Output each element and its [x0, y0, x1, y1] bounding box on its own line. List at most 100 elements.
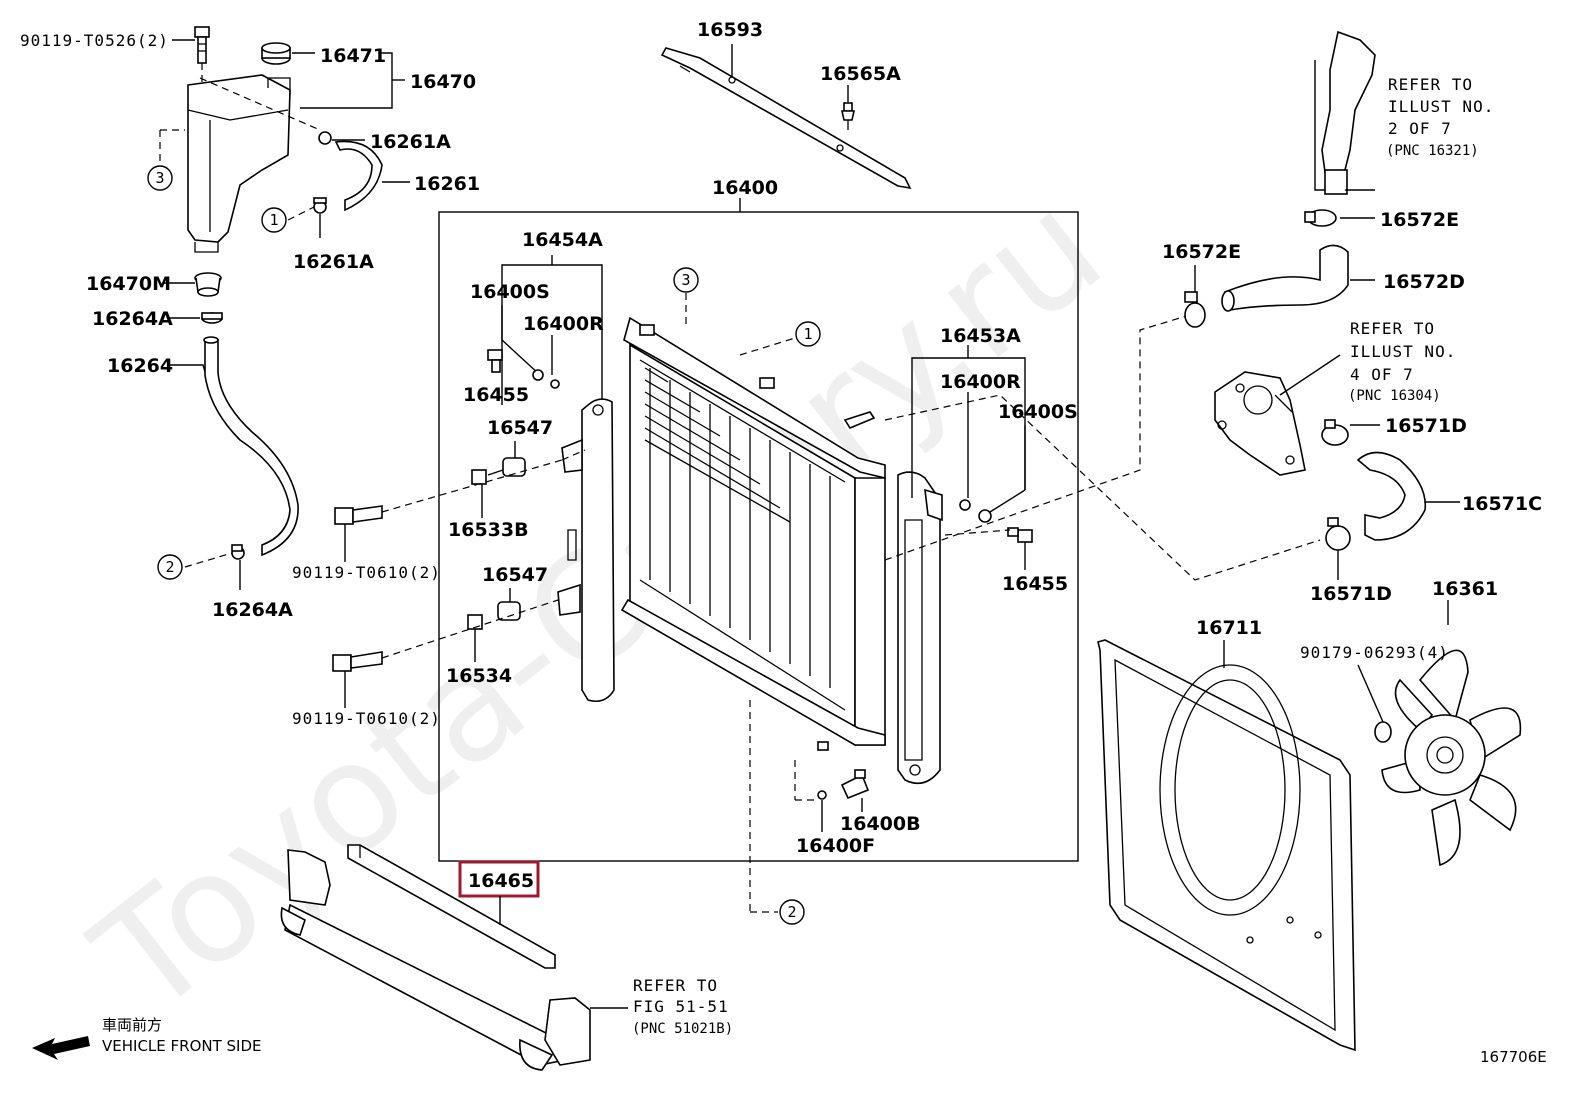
cushion-icon: [471, 457, 526, 485]
hose-clamp-icon: [313, 197, 327, 214]
vehicle-front-indicator: 車両前方 VEHICLE FRONT SIDE: [32, 1016, 262, 1060]
bolt-icon: [194, 26, 210, 64]
figure-id: 167706E: [1480, 1048, 1547, 1066]
part-label-16453A[interactable]: 16453A: [940, 325, 1021, 347]
svg-text:2: 2: [787, 903, 796, 921]
part-label-16572D[interactable]: 16572D: [1383, 271, 1465, 293]
part-label-16400S-left[interactable]: 16400S: [470, 281, 550, 303]
svg-text:(PNC 51021B): (PNC 51021B): [632, 1021, 733, 1037]
bolt-icon: [332, 651, 383, 672]
part-label-16400S-right[interactable]: 16400S: [998, 401, 1078, 423]
tank-cap-icon: [261, 42, 291, 65]
part-label-16534[interactable]: 16534: [446, 665, 512, 687]
water-inlet-housing: [1214, 371, 1306, 476]
part-label-16400R-left[interactable]: 16400R: [523, 313, 604, 335]
part-label-16565A[interactable]: 16565A: [820, 63, 901, 85]
part-label-16547-upper[interactable]: 16547: [487, 417, 553, 439]
svg-text:3: 3: [681, 271, 690, 289]
part-label-16711[interactable]: 16711: [1196, 617, 1262, 639]
svg-text:1: 1: [269, 211, 278, 229]
o-ring-icon: [959, 499, 992, 523]
fan-shroud: [1097, 639, 1356, 1052]
grommet-icon: [194, 272, 222, 297]
part-label-16533B[interactable]: 16533B: [448, 519, 529, 541]
part-label-90119-T0610-lower[interactable]: 90119-T0610(2): [292, 709, 441, 728]
part-label-16571C[interactable]: 16571C: [1462, 493, 1542, 515]
part-label-16465[interactable]: 16465: [468, 870, 534, 892]
cooling-fan: [1381, 649, 1522, 867]
highlight-box[interactable]: [458, 860, 540, 898]
reservoir-tank: [187, 74, 291, 243]
drain-cock-icon: [817, 769, 870, 800]
svg-text:2 OF 7: 2 OF 7: [1388, 119, 1452, 138]
drain-plug-icon: [1007, 527, 1033, 543]
svg-text:(PNC 16321): (PNC 16321): [1386, 143, 1479, 159]
callout-3-radiator: 3: [673, 267, 699, 293]
hose-clamp-icon: [1325, 517, 1351, 551]
part-label-16454A[interactable]: 16454A: [522, 229, 603, 251]
part-label-16400F[interactable]: 16400F: [796, 835, 875, 857]
part-label-90119-T0610-upper[interactable]: 90119-T0610(2): [292, 563, 441, 582]
part-label-16400B[interactable]: 16400B: [840, 813, 921, 835]
svg-text:2: 2: [165, 558, 174, 576]
reservoir-tank-group: [159, 26, 410, 590]
part-label-90179-06293[interactable]: 90179-06293(4): [1300, 643, 1449, 662]
hose-clamp-icon: [201, 312, 223, 324]
radiator-lower-support: [280, 849, 591, 1071]
hose-clamp-icon: [318, 131, 332, 145]
reference-note-middle: REFER TO ILLUST NO. 4 OF 7 (PNC 16304): [1348, 319, 1456, 404]
radiator-assembly-box: [438, 211, 1079, 862]
svg-text:FIG 51-51: FIG 51-51: [633, 997, 729, 1016]
cushion-icon: [467, 601, 521, 630]
part-label-16470[interactable]: 16470: [410, 71, 476, 93]
part-label-16455-left[interactable]: 16455: [463, 384, 529, 406]
part-label-16261A-bottom[interactable]: 16261A: [293, 251, 374, 273]
part-label-90119-T0526[interactable]: 90119-T0526(2): [20, 31, 169, 50]
svg-text:REFER TO: REFER TO: [633, 976, 718, 995]
part-label-16455-right[interactable]: 16455: [1002, 573, 1068, 595]
part-label-16593[interactable]: 16593: [697, 19, 763, 41]
svg-text:REFER TO: REFER TO: [1350, 319, 1435, 338]
part-label-16470M[interactable]: 16470M: [86, 273, 171, 295]
part-label-16400R-right[interactable]: 16400R: [940, 371, 1021, 393]
svg-text:4 OF 7: 4 OF 7: [1350, 365, 1414, 384]
part-label-16261[interactable]: 16261: [414, 173, 480, 195]
reservoir-hose: [204, 339, 299, 557]
hose-clamp-icon: [1184, 291, 1206, 328]
part-label-16261A-top[interactable]: 16261A: [370, 131, 451, 153]
svg-text:車両前方: 車両前方: [102, 1016, 162, 1034]
part-label-16571D-lower[interactable]: 16571D: [1310, 583, 1392, 605]
part-label-16547-lower[interactable]: 16547: [482, 564, 548, 586]
part-label-16400[interactable]: 16400: [712, 177, 778, 199]
svg-text:ILLUST NO.: ILLUST NO.: [1388, 97, 1494, 116]
bolt-icon: [334, 505, 383, 525]
water-outlet-group: [1314, 30, 1376, 195]
reference-note-bottom: REFER TO FIG 51-51 (PNC 51021B): [590, 976, 733, 1037]
radiator-side-bracket-right: [897, 471, 943, 785]
svg-text:REFER TO: REFER TO: [1388, 75, 1473, 94]
part-label-16264[interactable]: 16264: [107, 355, 173, 377]
svg-text:VEHICLE FRONT SIDE: VEHICLE FRONT SIDE: [102, 1037, 262, 1055]
part-label-16572E-right[interactable]: 16572E: [1380, 209, 1459, 231]
callout-2-left: 2: [157, 554, 183, 580]
part-label-16571D-upper[interactable]: 16571D: [1385, 415, 1467, 437]
callout-1-left: 1: [261, 207, 287, 233]
drain-plug-icon: [487, 349, 503, 373]
svg-text:(PNC 16304): (PNC 16304): [1348, 388, 1441, 404]
svg-text:1: 1: [803, 325, 812, 343]
svg-text:ILLUST NO.: ILLUST NO.: [1350, 342, 1456, 361]
lower-radiator-hose: [1356, 451, 1427, 541]
part-label-16471[interactable]: 16471: [320, 45, 386, 67]
hose-clamp-icon: [1304, 209, 1337, 227]
radiator-core: [620, 316, 886, 751]
radiator-seal: [347, 844, 556, 969]
callout-3-top-left: 3: [147, 165, 173, 191]
part-label-16361[interactable]: 16361: [1432, 578, 1498, 600]
part-label-16572E-left[interactable]: 16572E: [1162, 241, 1241, 263]
part-label-16264A-bottom[interactable]: 16264A: [212, 599, 293, 621]
nut-icon: [1374, 721, 1392, 743]
svg-text:3: 3: [155, 169, 164, 187]
part-label-16264A-top[interactable]: 16264A: [92, 308, 173, 330]
